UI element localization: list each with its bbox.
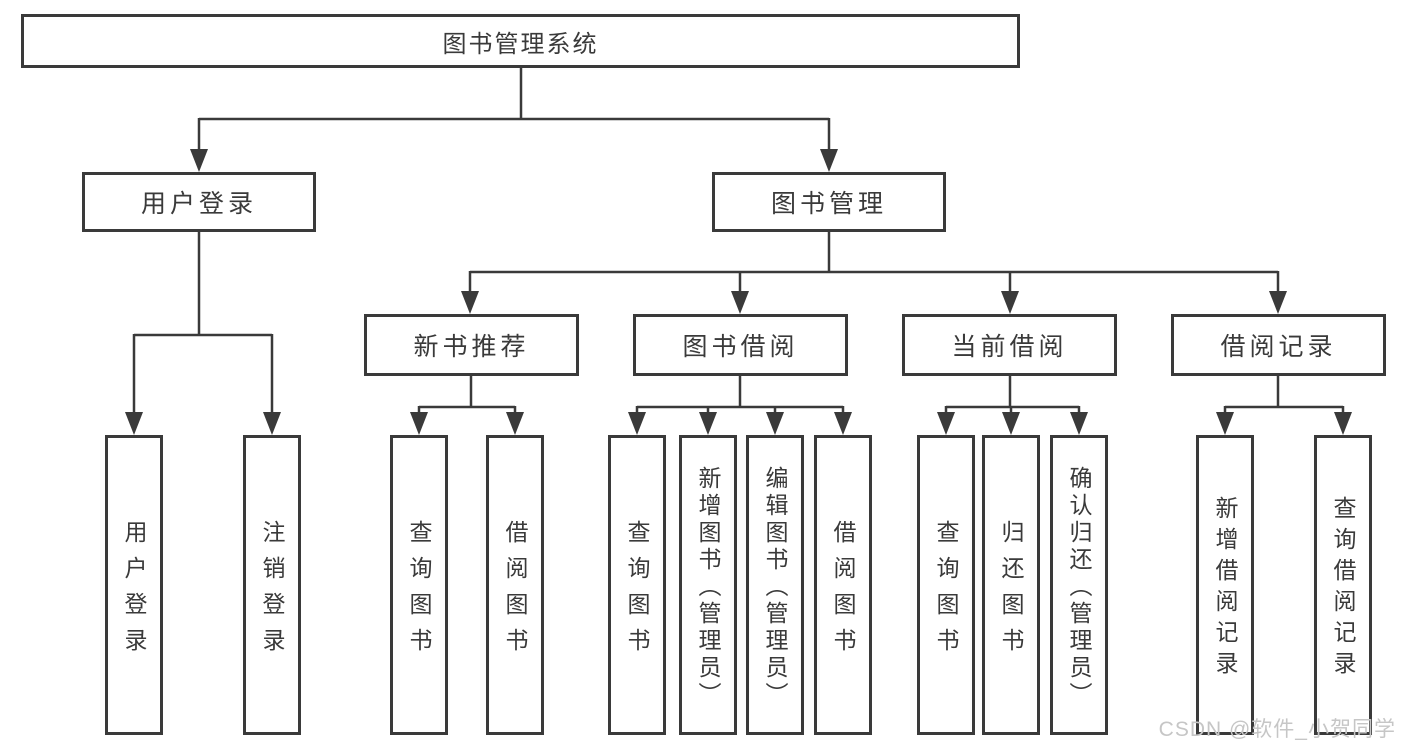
node-book-management: 图书管理	[712, 172, 946, 232]
leaf-query-books-borrowing: 查询图书	[608, 435, 666, 735]
node-new-book-recommend: 新书推荐	[364, 314, 579, 376]
node-user-login: 用户登录	[82, 172, 316, 232]
node-borrowing-records: 借阅记录	[1171, 314, 1386, 376]
node-book-borrowing: 图书借阅	[633, 314, 848, 376]
leaf-query-borrow-record: 查询借阅记录	[1314, 435, 1372, 735]
leaf-edit-books-admin: 编辑图书（管理员）	[746, 435, 804, 735]
leaf-user-login: 用户登录	[105, 435, 163, 735]
leaf-query-books-recommend: 查询图书	[390, 435, 448, 735]
leaf-logout: 注销登录	[243, 435, 301, 735]
leaf-add-books-admin: 新增图书（管理员）	[679, 435, 737, 735]
node-current-borrowing: 当前借阅	[902, 314, 1117, 376]
csdn-watermark: CSDN @软件_小贺同学	[1158, 718, 1396, 741]
leaf-return-books: 归还图书	[982, 435, 1040, 735]
leaf-add-borrow-record: 新增借阅记录	[1196, 435, 1254, 735]
leaf-borrow-books-recommend: 借阅图书	[486, 435, 544, 735]
leaf-borrow-books: 借阅图书	[814, 435, 872, 735]
node-root-library-system: 图书管理系统	[21, 14, 1020, 68]
leaf-query-books-current: 查询图书	[917, 435, 975, 735]
leaf-confirm-return-admin: 确认归还（管理员）	[1050, 435, 1108, 735]
